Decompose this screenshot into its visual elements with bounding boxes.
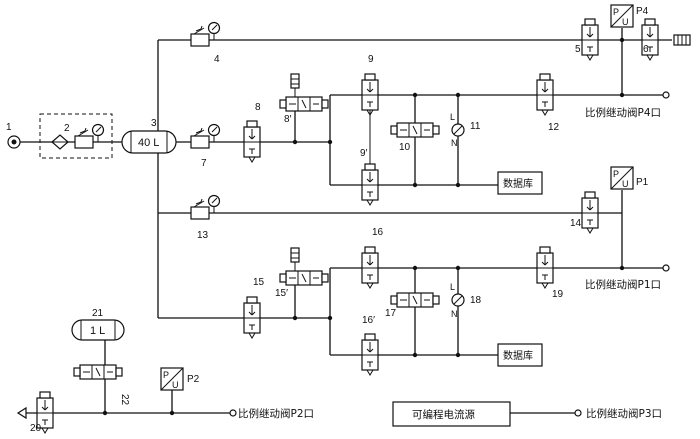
- label-16p: 16′: [362, 315, 375, 326]
- label-3: 3: [151, 118, 157, 129]
- meter18-l: L: [450, 282, 455, 292]
- regulator-13: [190, 194, 221, 220]
- label-5: 5: [575, 44, 581, 55]
- meter18-n: N: [451, 309, 458, 319]
- label-15: 15: [253, 277, 265, 288]
- valve-12: [536, 73, 554, 116]
- output-p1: 比例继动阀P1口: [585, 278, 661, 291]
- tank-40l: [121, 130, 177, 154]
- database-box-lower: [497, 343, 543, 367]
- flowmeter-11: [451, 123, 465, 137]
- label-8p: 8′: [284, 114, 292, 125]
- database-upper-label: 数据库: [503, 177, 533, 190]
- valve-14: [581, 191, 599, 234]
- silencer-20: [16, 406, 27, 420]
- p1-u: U: [622, 179, 629, 189]
- p4-u: U: [622, 17, 629, 27]
- label-1: 1: [6, 122, 12, 133]
- pressure-sensor-p1: [610, 166, 634, 213]
- sensor-p1-label: P1: [636, 177, 649, 188]
- label-17: 17: [385, 308, 397, 319]
- database-box-upper: [497, 171, 543, 195]
- output-p2: 比例继动阀P2口: [238, 407, 314, 420]
- filter-regulator-2: [39, 113, 113, 159]
- output-p3: 比例继动阀P3口: [586, 407, 662, 420]
- label-8: 8: [255, 102, 261, 113]
- label-21: 21: [92, 308, 104, 319]
- label-7: 7: [201, 158, 207, 169]
- upper-test-loop: [327, 37, 670, 188]
- current-source-label: 可编程电流源: [412, 408, 475, 421]
- database-lower-label: 数据库: [503, 349, 533, 362]
- valve-16prime: [361, 333, 379, 376]
- air-source-1: [7, 135, 21, 149]
- p1-p: P: [613, 169, 619, 179]
- label-6: 6: [643, 44, 649, 55]
- sensor-p2-label: P2: [187, 374, 200, 385]
- valve-17: [390, 292, 440, 308]
- p4-p: P: [613, 7, 619, 17]
- lower-test-loop: [327, 213, 670, 358]
- meter11-l: L: [450, 112, 455, 122]
- regulator-4: [190, 21, 221, 47]
- sensor-p4-label: P4: [636, 6, 649, 17]
- label-12: 12: [548, 122, 560, 133]
- flowmeter-18: [451, 293, 465, 307]
- pressure-sensor-p4: [610, 4, 634, 40]
- current-source-box: [392, 401, 511, 427]
- label-10: 10: [399, 142, 411, 153]
- valve-9: [361, 73, 379, 116]
- p2-u: U: [172, 380, 179, 390]
- valve-16: [361, 246, 379, 289]
- tank-small-label: 1 L: [90, 325, 105, 337]
- valve-9prime: [361, 163, 379, 206]
- silencer-6: [673, 34, 691, 46]
- meter11-n: N: [451, 138, 458, 148]
- label-11: 11: [470, 121, 481, 132]
- label-18: 18: [470, 295, 482, 306]
- label-16: 16: [372, 227, 384, 238]
- label-20: 20: [30, 423, 42, 434]
- valve-5: [581, 18, 599, 61]
- valve-8prime: [279, 73, 329, 145]
- label-22: 22: [119, 394, 130, 406]
- tank-1l: [71, 319, 125, 341]
- label-4: 4: [214, 54, 220, 65]
- label-9: 9: [368, 54, 374, 65]
- output-p4: 比例继动阀P4口: [585, 106, 661, 119]
- valve-10: [390, 122, 440, 138]
- label-9p: 9′: [360, 148, 368, 159]
- valve-8: [243, 120, 261, 163]
- label-15p: 15′: [275, 288, 288, 299]
- valve-22: [73, 364, 123, 380]
- label-13: 13: [197, 230, 209, 241]
- valve-15: [243, 296, 261, 339]
- tank-main-label: 40 L: [138, 137, 159, 149]
- label-19: 19: [552, 289, 564, 300]
- regulator-7: [190, 123, 221, 149]
- labels: 1 2 3 4 5 6 7 8 8′ 9 9′ 10 11 12 13 14 1…: [6, 6, 662, 434]
- main-piping: [18, 39, 672, 319]
- label-14: 14: [570, 218, 582, 229]
- p2-p: P: [163, 370, 169, 380]
- valve-19: [536, 246, 554, 289]
- valve-15prime: [279, 247, 329, 321]
- label-2: 2: [64, 123, 70, 134]
